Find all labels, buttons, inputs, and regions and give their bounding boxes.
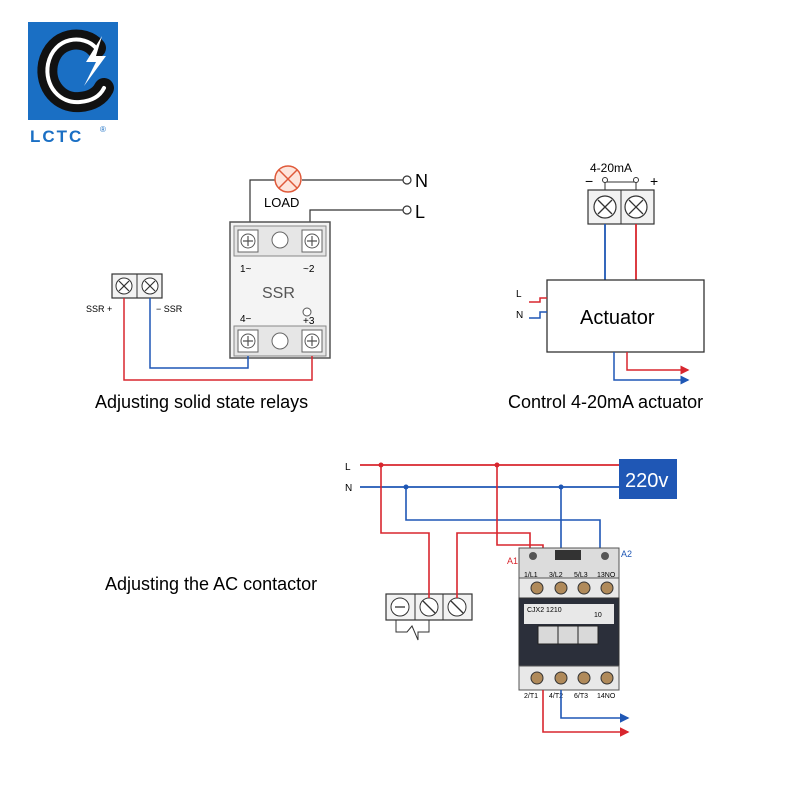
ssr-terminal-3: +3 — [303, 316, 315, 327]
actuator-n-label: N — [516, 310, 523, 321]
wire-actuator-l — [529, 297, 547, 303]
signal-plus: + — [650, 173, 658, 189]
wire-l-to-relay — [380, 465, 430, 598]
screw-icon — [530, 581, 544, 595]
screw-icon — [600, 581, 614, 595]
signal-minus: − — [585, 173, 593, 189]
l-terminal-dot — [402, 205, 412, 215]
contactor-armature — [537, 625, 599, 645]
ssr-mount-hole-top — [271, 231, 289, 249]
wire-actuator-out-red — [626, 352, 690, 375]
screw-slot — [597, 199, 613, 215]
logo-c-outline — [45, 37, 106, 105]
screw-slot — [243, 236, 253, 246]
wire-ssr-to-load — [249, 179, 275, 230]
model-number: 10 — [594, 612, 602, 619]
actuator-label: Actuator — [580, 307, 655, 329]
logo-text: LCTC — [30, 127, 83, 146]
wire-actuator-n — [529, 311, 547, 319]
contactor-caption: Adjusting the AC contactor — [105, 574, 317, 594]
contactor-n-label: N — [345, 483, 352, 494]
actuator-box — [546, 279, 705, 353]
ssr-diagram: LOAD N L 1~ ~2 SSR 4− +3 — [86, 165, 428, 412]
load-lamp-cross — [278, 169, 298, 189]
coil-terminal-a1 — [529, 552, 537, 560]
contactor-l-label: L — [345, 462, 351, 473]
load-label: LOAD — [264, 195, 299, 210]
wire-contactor-out-red — [542, 690, 630, 737]
wire-ssr-positive — [123, 298, 313, 381]
signal-bracket — [604, 181, 637, 190]
wire-actuator-out-blue — [613, 352, 690, 385]
signal-label: 4-20mA — [590, 161, 632, 175]
screw-slot — [628, 199, 644, 215]
screw-icon — [577, 671, 591, 685]
screw-slot — [422, 600, 436, 614]
screw-icon — [554, 671, 568, 685]
wire-contactor-out-blue — [560, 690, 630, 723]
wire-n-to-a2 — [405, 487, 601, 552]
voltage-label: 220v — [625, 470, 668, 492]
terminal-top-1: 1/L1 — [524, 572, 538, 579]
registered-mark: ® — [100, 125, 106, 134]
screw-icon — [554, 581, 568, 595]
terminal-bottom-4: 14NO — [597, 693, 616, 700]
screw-icon — [600, 671, 614, 685]
terminal-top-2: 3/L2 — [549, 572, 563, 579]
wire-relay-to-a1 — [456, 532, 531, 598]
lctc-logo: LCTC ® — [28, 22, 118, 146]
screw-slot — [307, 336, 317, 346]
ssr-plus-label: SSR + — [86, 304, 112, 314]
model-label: CJX2 1210 — [527, 607, 562, 614]
terminal-top-3: 5/L3 — [574, 572, 588, 579]
ssr-terminal-2: ~2 — [303, 264, 315, 275]
a2-label: A2 — [621, 549, 632, 559]
a1-label: A1 — [507, 556, 518, 566]
n-terminal-dot — [402, 175, 412, 185]
lightning-bolt-icon — [84, 36, 106, 86]
screw-slot — [118, 280, 130, 292]
ssr-minus-label: − SSR — [156, 304, 183, 314]
terminal-bottom-3: 6/T3 — [574, 693, 588, 700]
screw-slot — [144, 280, 156, 292]
relay-contact-symbol — [395, 620, 430, 641]
actuator-l-label: L — [516, 289, 522, 300]
screw-slot — [450, 600, 464, 614]
ac-contactor: 1/L1 3/L2 5/L3 13NO CJX2 1210 10 2/T1 4/… — [518, 547, 620, 700]
signal-minus-dot — [602, 177, 608, 183]
ssr-terminal-1: 1~ — [240, 264, 252, 275]
ssr-terminal-4: 4− — [240, 314, 252, 325]
terminal-bottom-1: 2/T1 — [524, 693, 538, 700]
terminal-top-4: 13NO — [597, 572, 616, 579]
coil-terminal-a2 — [601, 552, 609, 560]
wire-ssr-negative — [149, 298, 249, 369]
ssr-caption: Adjusting solid state relays — [95, 392, 308, 412]
screw-slot — [243, 336, 253, 346]
ssr-n-label: N — [415, 171, 428, 191]
ssr-label: SSR — [262, 285, 295, 302]
terminal-bottom-2: 4/T2 — [549, 693, 563, 700]
contactor-label-plate — [524, 604, 614, 624]
ssr-mount-hole-bottom — [271, 332, 289, 350]
ssr-indicator-led — [302, 307, 312, 317]
signal-plus-dot — [633, 177, 639, 183]
actuator-caption: Control 4-20mA actuator — [508, 392, 703, 412]
screw-icon — [530, 671, 544, 685]
screw-icon — [577, 581, 591, 595]
ssr-l-label: L — [415, 202, 425, 222]
actuator-diagram: 4-20mA − + Actuator L N Control 4-20mA a… — [508, 161, 705, 412]
screw-slot — [307, 236, 317, 246]
voltage-badge — [619, 459, 677, 499]
contactor-diagram: L N 220v A1 A2 — [105, 459, 677, 737]
contactor-indicator — [555, 550, 581, 560]
